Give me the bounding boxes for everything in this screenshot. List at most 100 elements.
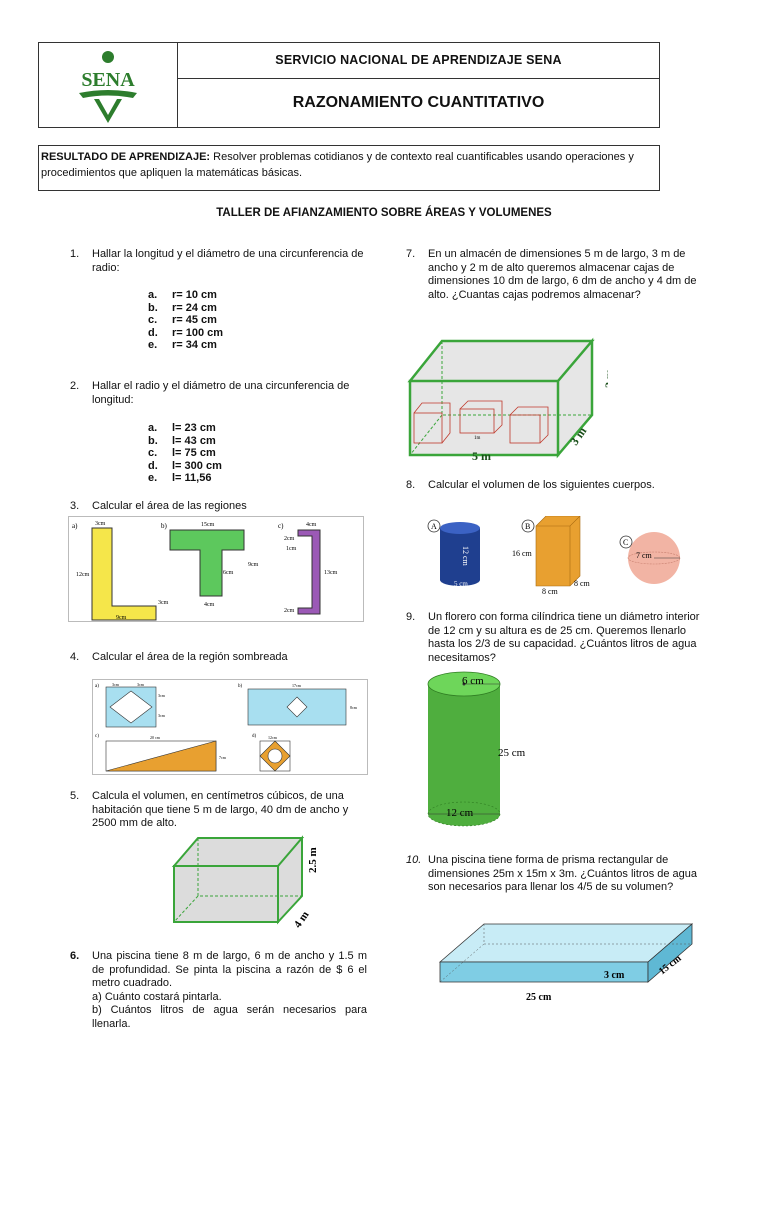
- svg-text:A: A: [431, 522, 437, 531]
- svg-text:3cm: 3cm: [112, 682, 120, 687]
- workshop-title: TALLER DE AFIANZAMIENTO SOBRE ÁREAS Y VO…: [216, 207, 552, 219]
- svg-text:5 cm: 5 cm: [454, 580, 468, 588]
- question-number: 10.: [406, 854, 422, 866]
- pool-prism-figure: 3 cm 15 cm 25 cm: [438, 923, 694, 1003]
- learning-result: RESULTADO DE APRENDIZAJE: Resolver probl…: [38, 145, 660, 191]
- svg-text:d): d): [252, 734, 257, 739]
- option: e.l= 11,56: [148, 472, 212, 484]
- svg-text:1cm: 1cm: [286, 546, 297, 552]
- svg-text:C: C: [623, 538, 628, 547]
- svg-text:7 cm: 7 cm: [636, 551, 653, 560]
- svg-text:B: B: [525, 522, 530, 531]
- svg-text:7cm: 7cm: [219, 755, 227, 760]
- question-text: Calcular el área de las regiones: [92, 500, 247, 512]
- regions-figure: a) 3cm 12cm 3cm 9cm b) 15cm 9cm 6cm 4cm …: [68, 516, 364, 622]
- svg-text:3cm: 3cm: [158, 600, 169, 606]
- t-shape: [169, 529, 245, 597]
- question-text: Hallar la longitud y el diámetro de una …: [92, 248, 364, 274]
- question-text: Calcular el volumen de los siguientes cu…: [428, 479, 655, 491]
- option: e.r= 34 cm: [148, 339, 217, 351]
- svg-text:2cm: 2cm: [284, 536, 295, 542]
- question-number: 6.: [70, 950, 80, 962]
- svg-text:c): c): [278, 522, 284, 530]
- svg-text:3cm: 3cm: [137, 682, 145, 687]
- svg-text:5 m: 5 m: [472, 449, 491, 463]
- option: d.r= 100 cm: [148, 326, 224, 339]
- question-number: 9.: [406, 611, 416, 623]
- svg-text:12cm: 12cm: [268, 735, 278, 740]
- svg-text:8 cm: 8 cm: [542, 587, 559, 596]
- question-subpart-b: b) Cuántos litros de agua serán necesari…: [92, 1004, 367, 1030]
- svg-text:9cm: 9cm: [248, 562, 259, 568]
- option: a.r= 10 cm: [148, 289, 217, 301]
- question-text: Una piscina tiene 8 m de largo, 6 m de a…: [92, 950, 367, 989]
- option: c.l= 75 cm: [148, 447, 216, 459]
- svg-text:3cm: 3cm: [158, 713, 166, 718]
- question-text: Hallar el radio y el diámetro de una cir…: [92, 380, 350, 406]
- svg-text:SENA: SENA: [81, 69, 135, 91]
- question-text: Calcular el área de la región sombreada: [92, 651, 288, 663]
- svg-text:2.5 m: 2.5 m: [307, 847, 319, 873]
- sena-logo-icon: SENA: [79, 51, 137, 123]
- svg-text:6 cm: 6 cm: [462, 675, 484, 687]
- question-text: Un florero con forma cilíndrica tiene un…: [428, 611, 700, 664]
- svg-text:2cm: 2cm: [284, 608, 295, 614]
- svg-text:a): a): [95, 684, 99, 689]
- svg-text:2 m: 2 m: [602, 369, 608, 388]
- svg-text:16 cm: 16 cm: [512, 549, 533, 558]
- warehouse-prism-figure: 1m 2 m 3 m 5 m: [407, 337, 608, 463]
- svg-text:3 cm: 3 cm: [604, 970, 625, 981]
- question-text: Una piscina tiene forma de prisma rectan…: [428, 854, 698, 893]
- question-number: 4.: [70, 651, 80, 663]
- l-shape: [91, 527, 157, 621]
- svg-text:20 cm: 20 cm: [150, 735, 161, 740]
- shaded-regions-figure: a) 3cm 3cm 3cm 3cm b) 17cm 8cm c) 20 cm …: [92, 679, 368, 775]
- question-text: Calcula el volumen, en centímetros cúbic…: [92, 790, 349, 829]
- svg-text:4cm: 4cm: [204, 602, 215, 608]
- question-number: 7.: [406, 248, 416, 260]
- svg-text:12cm: 12cm: [76, 572, 90, 578]
- svg-text:3cm: 3cm: [158, 693, 166, 698]
- learning-result-text: Resolver problemas cotidianos y de conte…: [41, 151, 634, 179]
- vase-cylinder-figure: 6 cm 25 cm 12 cm: [427, 671, 526, 827]
- svg-text:b): b): [238, 684, 243, 689]
- question-text: En un almacén de dimensiones 5 m de larg…: [428, 248, 697, 301]
- svg-text:3cm: 3cm: [95, 521, 106, 527]
- institution-name: SERVICIO NACIONAL DE APRENDIZAJE SENA: [178, 43, 659, 79]
- room-prism-figure: 2.5 m 4 m 5 m: [171, 835, 319, 930]
- svg-text:17cm: 17cm: [292, 683, 302, 688]
- svg-text:b): b): [161, 522, 168, 530]
- question-number: 3.: [70, 500, 80, 512]
- svg-text:8cm: 8cm: [350, 705, 358, 710]
- option: d.l= 300 cm: [148, 459, 222, 472]
- svg-text:5 m: 5 m: [220, 922, 237, 930]
- question-number: 8.: [406, 479, 416, 491]
- sena-logo: SENA: [39, 43, 178, 127]
- svg-text:6cm: 6cm: [223, 570, 234, 576]
- svg-text:c): c): [95, 734, 99, 739]
- option: b.r= 24 cm: [148, 301, 217, 314]
- option: b.l= 43 cm: [148, 434, 216, 447]
- solids-figure: A 12 cm 5 cm B 16 cm 8 cm 8 cm C 7 cm: [427, 516, 681, 596]
- svg-text:4cm: 4cm: [306, 522, 317, 528]
- option: c.r= 45 cm: [148, 314, 217, 326]
- learning-result-label: RESULTADO DE APRENDIZAJE:: [41, 151, 211, 163]
- question-number: 2.: [70, 380, 80, 392]
- svg-text:13cm: 13cm: [324, 570, 338, 576]
- option: a.l= 23 cm: [148, 422, 216, 434]
- bracket-shape: [297, 529, 321, 615]
- header-table: SENA SERVICIO NACIONAL DE APRENDIZAJE SE…: [38, 42, 660, 128]
- svg-text:8 cm: 8 cm: [574, 579, 591, 588]
- svg-text:a): a): [72, 522, 78, 530]
- question-number: 5.: [70, 790, 80, 802]
- svg-text:25 cm: 25 cm: [526, 992, 552, 1003]
- course-name: RAZONAMIENTO CUANTITATIVO: [292, 94, 545, 111]
- svg-text:12 cm: 12 cm: [446, 807, 474, 819]
- question-2-options: a.l= 23 cm b.l= 43 cm c.l= 75 cm d.l= 30…: [148, 422, 222, 485]
- question-1-options: a.r= 10 cm b.r= 24 cm c.r= 45 cm d.r= 10…: [148, 289, 223, 352]
- svg-text:25 cm: 25 cm: [498, 747, 526, 759]
- svg-text:15cm: 15cm: [201, 522, 215, 528]
- svg-text:9cm: 9cm: [116, 615, 127, 621]
- question-number: 1.: [70, 248, 80, 260]
- svg-text:4 m: 4 m: [292, 909, 312, 930]
